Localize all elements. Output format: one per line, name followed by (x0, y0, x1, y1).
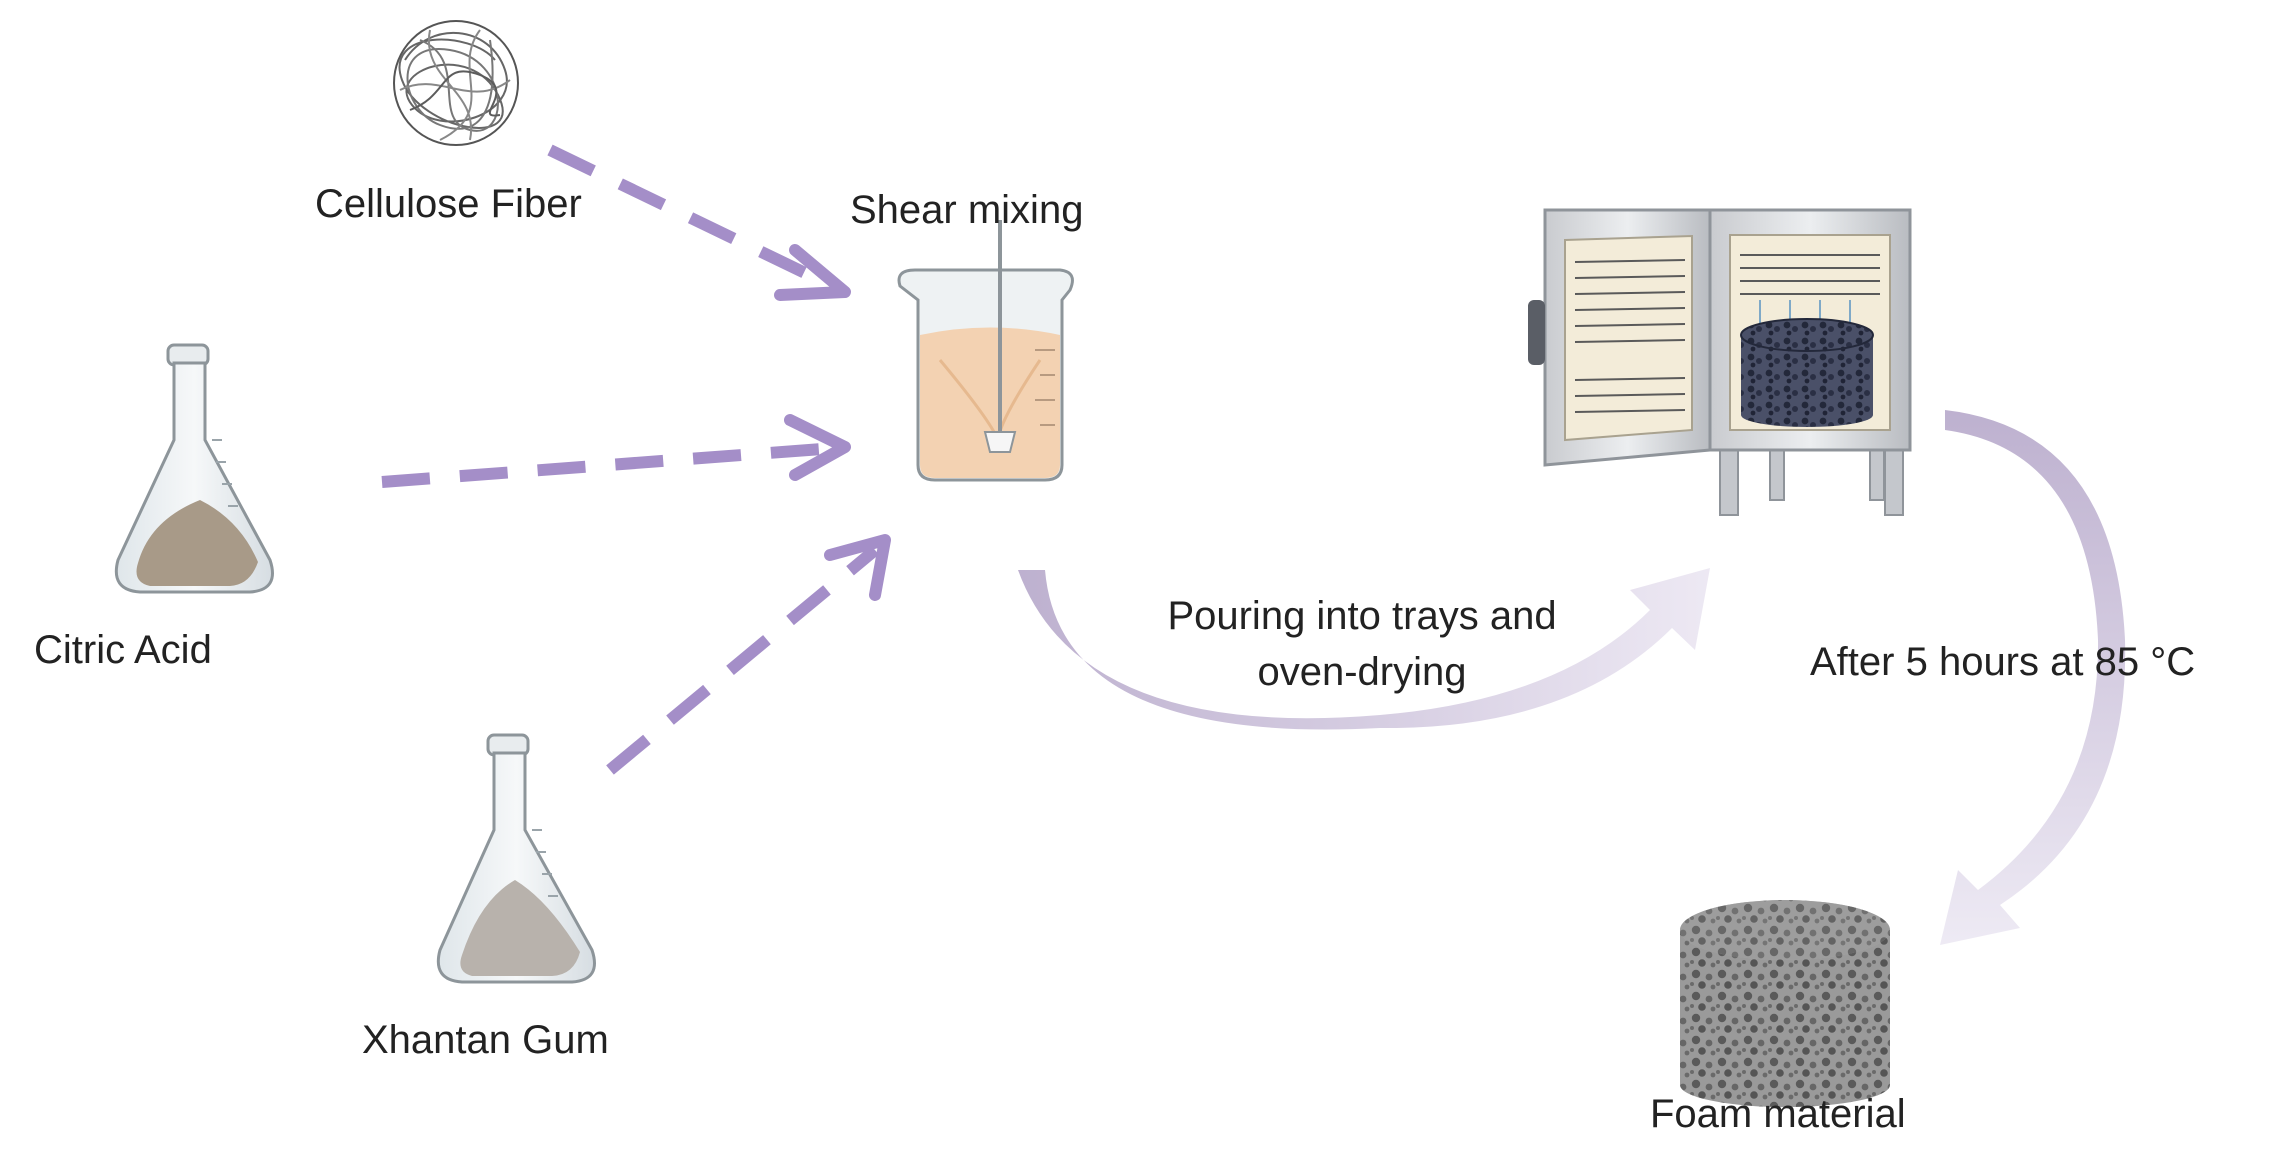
label-xhantan-gum: Xhantan Gum (362, 1018, 609, 1062)
label-pouring-line1: Pouring into trays and (1167, 594, 1557, 638)
beaker-mixer-icon (897, 220, 1074, 482)
label-cellulose-fiber: Cellulose Fiber (315, 182, 582, 226)
arrow-citric-to-mixer (381, 414, 851, 488)
label-foam-material: Foam material (1650, 1092, 1906, 1136)
curved-arrow-oven-to-foam (1940, 410, 2126, 945)
citric-acid-flask-icon (114, 343, 274, 594)
label-pouring-line2: oven-drying (1257, 650, 1467, 694)
arrow-cellulose-to-mixer (547, 144, 851, 301)
xhantan-gum-flask-icon (436, 733, 596, 984)
cellulose-fiber-icon (393, 20, 519, 146)
label-citric-acid: Citric Acid (34, 628, 212, 672)
arrow-gum-to-mixer (606, 534, 891, 775)
oven-icon (1528, 208, 1912, 516)
foam-material-icon (1680, 900, 1890, 1107)
label-shear-mixing: Shear mixing (850, 188, 1084, 232)
curved-arrow-mixer-to-oven (1018, 568, 1710, 730)
label-after-hours: After 5 hours at 85 °C (1810, 640, 2196, 684)
